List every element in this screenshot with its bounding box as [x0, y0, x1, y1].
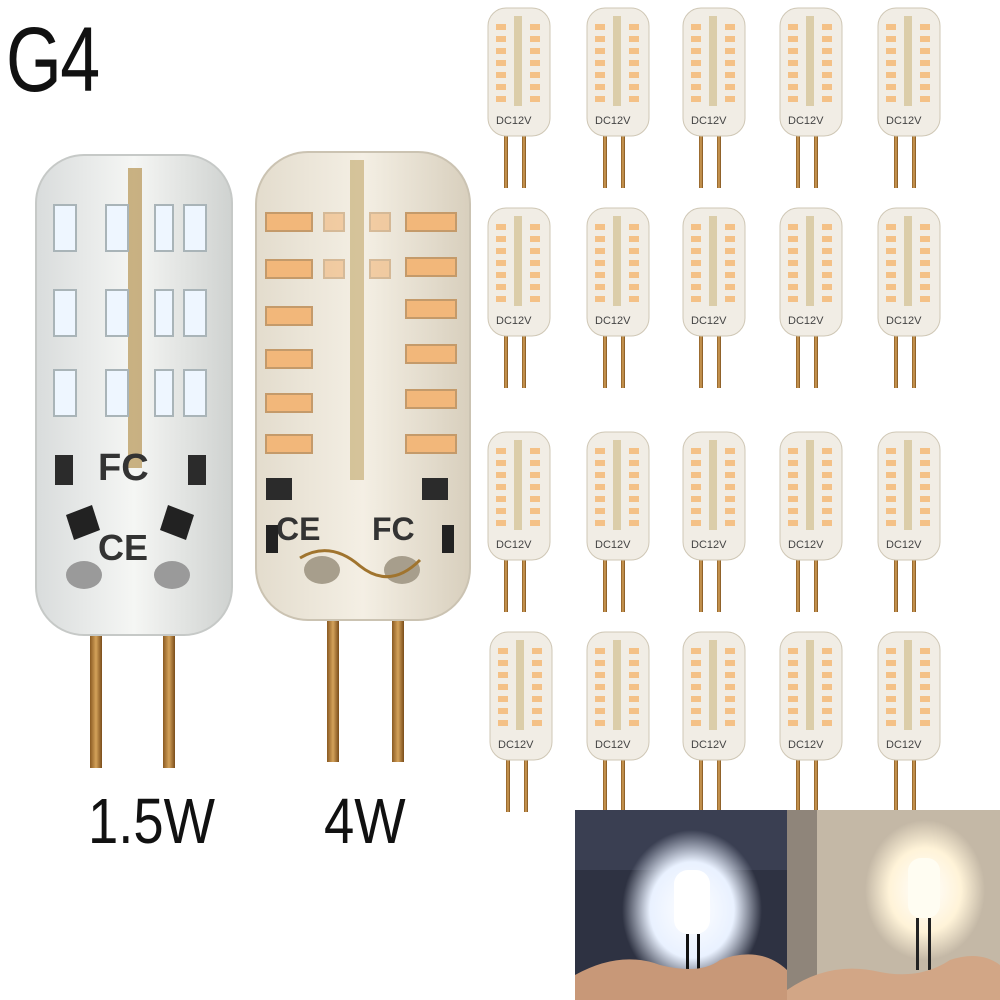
- svg-text:DC12V: DC12V: [788, 739, 824, 751]
- thumb-bulb: DC12V: [682, 7, 746, 188]
- svg-text:DC12V: DC12V: [788, 315, 824, 327]
- bulb-1-5w: FC CE: [35, 154, 233, 768]
- svg-text:DC12V: DC12V: [788, 115, 824, 127]
- thumb-bulb: DC12V: [489, 631, 553, 812]
- bulb-4w: CE FC: [255, 151, 471, 762]
- svg-text:DC12V: DC12V: [496, 315, 532, 327]
- svg-text:DC12V: DC12V: [498, 739, 534, 751]
- svg-text:DC12V: DC12V: [691, 739, 727, 751]
- svg-text:DC12V: DC12V: [886, 115, 922, 127]
- svg-text:DC12V: DC12V: [691, 539, 727, 551]
- svg-text:DC12V: DC12V: [496, 115, 532, 127]
- thumb-bulb: DC12V: [877, 7, 941, 188]
- svg-text:DC12V: DC12V: [691, 115, 727, 127]
- thumb-bulb: DC12V: [487, 431, 551, 612]
- thumb-bulb: DC12V: [586, 207, 650, 388]
- thumbnail-grid: DC12V DC12V DC12V DC12V: [487, 7, 941, 812]
- svg-text:DC12V: DC12V: [886, 539, 922, 551]
- svg-text:DC12V: DC12V: [496, 539, 532, 551]
- svg-text:DC12V: DC12V: [595, 315, 631, 327]
- thumb-bulb: DC12V: [586, 7, 650, 188]
- thumb-bulb: DC12V: [682, 431, 746, 612]
- thumb-bulb: DC12V: [877, 631, 941, 812]
- photo-warm-white: [787, 810, 1000, 1000]
- svg-text:DC12V: DC12V: [886, 739, 922, 751]
- svg-text:DC12V: DC12V: [595, 115, 631, 127]
- thumb-bulb: DC12V: [586, 431, 650, 612]
- thumb-bulb: DC12V: [682, 631, 746, 812]
- thumb-bulb: DC12V: [877, 207, 941, 388]
- thumb-bulb: DC12V: [877, 431, 941, 612]
- svg-text:CE: CE: [276, 511, 320, 547]
- svg-text:DC12V: DC12V: [595, 739, 631, 751]
- svg-text:DC12V: DC12V: [886, 315, 922, 327]
- thumb-bulb: DC12V: [779, 7, 843, 188]
- wattage-label-2: 4W: [324, 785, 406, 857]
- svg-text:DC12V: DC12V: [691, 315, 727, 327]
- wattage-label-1: 1.5W: [88, 785, 215, 857]
- thumb-bulb: DC12V: [682, 207, 746, 388]
- product-title: G4: [6, 9, 100, 111]
- thumb-bulb: DC12V: [487, 7, 551, 188]
- thumb-bulb: DC12V: [779, 207, 843, 388]
- svg-text:FC: FC: [98, 447, 149, 489]
- svg-text:CE: CE: [98, 527, 148, 568]
- svg-text:DC12V: DC12V: [595, 539, 631, 551]
- thumb-bulb: DC12V: [586, 631, 650, 812]
- thumb-bulb: DC12V: [779, 631, 843, 812]
- photo-cool-white: [575, 810, 787, 1000]
- svg-text:FC: FC: [372, 511, 415, 547]
- svg-text:DC12V: DC12V: [788, 539, 824, 551]
- thumb-bulb: DC12V: [487, 207, 551, 388]
- thumb-bulb: DC12V: [779, 431, 843, 612]
